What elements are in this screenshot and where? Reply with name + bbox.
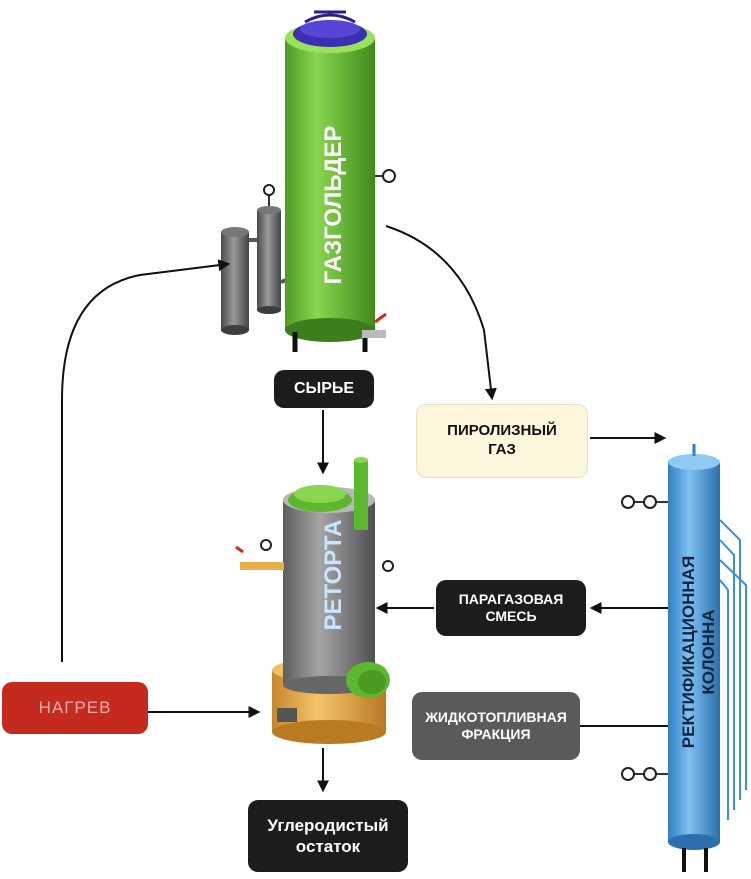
gasholder: ГАЗГОЛЬДЕР xyxy=(221,10,396,352)
liquid-fuel-fraction-label: ЖИДКОТОПЛИВНАЯ ФРАКЦИЯ xyxy=(412,692,580,760)
gauge-icon xyxy=(382,560,394,572)
column-gauges-bottom xyxy=(621,767,668,781)
gauge-icon xyxy=(260,539,272,551)
carbon-residue-label: Углеродистый остаток xyxy=(248,800,408,872)
arrow-heating-to-gasholder xyxy=(61,259,231,662)
firebox-door xyxy=(277,708,297,722)
gasholder-label: ГАЗГОЛЬДЕР xyxy=(320,126,347,285)
gauge-icon xyxy=(382,169,396,183)
rectification-column: РЕКТИФИКАЦИОННАЯКОЛОННА xyxy=(621,444,747,872)
pyrolysis-gas-label: ПИРОЛИЗНЫЙ ГАЗ xyxy=(416,404,588,478)
retort-label: РЕТОРТА xyxy=(320,520,347,631)
gasholder-aux-vessel-left xyxy=(221,227,262,335)
column-gauges-top xyxy=(621,495,668,509)
heating-label: НАГРЕВ xyxy=(2,682,148,734)
retort: РЕТОРТА xyxy=(235,457,394,744)
column-label-line1: РЕКТИФИКАЦИОННАЯКОЛОННА xyxy=(679,556,718,748)
feedstock-label: СЫРЬЕ xyxy=(274,370,374,408)
valve-handle-icon xyxy=(235,545,244,554)
valve-handle-icon xyxy=(374,312,387,324)
arrow-gasholder-to-pyrolysis-gas xyxy=(385,225,497,401)
steam-gas-mixture-label: ПАРАГАЗОВАЯ СМЕСЬ xyxy=(436,580,586,636)
gauge-icon xyxy=(263,184,275,196)
gasholder-aux-vessel-right xyxy=(257,184,293,314)
